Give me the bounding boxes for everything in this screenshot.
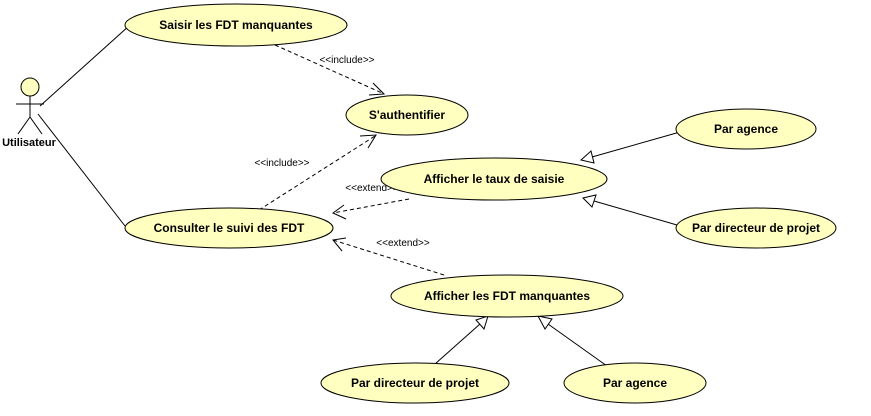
use-case-label: S'authentifier (369, 108, 446, 122)
actor-right-leg (29, 116, 43, 135)
use-case-ellipse (563, 362, 707, 404)
use-case-afficher-taux[interactable]: Afficher le taux de saisie (380, 157, 608, 201)
use-case-ellipse (345, 94, 469, 136)
use-case-ellipse (675, 207, 837, 249)
association-consulter (37, 113, 126, 227)
use-case-label: Afficher le taux de saisie (424, 172, 565, 186)
actor-utilisateur[interactable]: Utilisateur (2, 77, 57, 149)
use-case-ellipse (380, 157, 608, 201)
use-case-label: Par agence (714, 122, 778, 136)
generalization-agence-taux-line (591, 131, 681, 158)
association-saisir (39, 24, 131, 107)
generalization-directeur-taux-line (593, 200, 678, 226)
actor-label: Utilisateur (2, 137, 57, 149)
use-case-par-agence-taux[interactable]: Par agence (675, 108, 817, 150)
use-case-par-directeur-fdt[interactable]: Par directeur de projet (320, 362, 510, 404)
use-case-label: Par directeur de projet (692, 221, 820, 235)
extend-taux-consulter-arrowhead (332, 204, 347, 220)
use-case-afficher-fdt[interactable]: Afficher les FDT manquantes (390, 274, 624, 318)
extend-fdt-consulter-arrowhead (332, 237, 347, 252)
extend-fdt-consulter-line (332, 239, 445, 276)
extend-fdt-consulter-label: <<extend>> (376, 238, 430, 249)
use-case-ellipse (124, 207, 334, 249)
generalization-agence-fdt-head (537, 315, 553, 330)
use-case-label: Par directeur de projet (351, 376, 479, 390)
use-case-par-directeur-taux[interactable]: Par directeur de projet (675, 207, 837, 249)
include-consulter-auth-label: <<include>> (254, 158, 309, 169)
include-consulter-auth-arrowhead (359, 134, 377, 149)
use-case-ellipse (390, 274, 624, 318)
use-case-ellipse (124, 3, 348, 47)
actor-head (20, 77, 40, 97)
generalization-agence-fdt-line (547, 323, 608, 367)
include-saisir-auth-line (274, 44, 383, 94)
extend-taux-consulter-label: <<extend>> (345, 183, 399, 194)
use-case-label: Afficher les FDT manquantes (424, 289, 590, 303)
use-case-ellipse (675, 108, 817, 150)
extend-taux-consulter-line (332, 198, 410, 214)
use-case-label: Saisir les FDT manquantes (159, 18, 313, 32)
generalization-directeur-fdt-line (434, 323, 481, 365)
generalization-directeur-fdt-head (475, 315, 489, 330)
include-saisir-auth-arrowhead (368, 82, 386, 96)
include-saisir-auth-label: <<include>> (319, 55, 374, 66)
use-case-ellipse (320, 362, 510, 404)
generalization-agence-taux-head (579, 150, 595, 164)
actor-left-leg (17, 116, 31, 135)
use-case-par-agence-fdt[interactable]: Par agence (563, 362, 707, 404)
use-case-label: Consulter le suivi des FDT (154, 221, 305, 235)
use-case-consulter-suivi[interactable]: Consulter le suivi des FDT (124, 207, 334, 249)
use-case-authentifier[interactable]: S'authentifier (345, 94, 469, 136)
include-consulter-auth-line (258, 135, 376, 211)
generalization-directeur-taux-head (582, 194, 597, 208)
use-case-saisir-fdt[interactable]: Saisir les FDT manquantes (124, 3, 348, 47)
use-case-label: Par agence (603, 376, 667, 390)
